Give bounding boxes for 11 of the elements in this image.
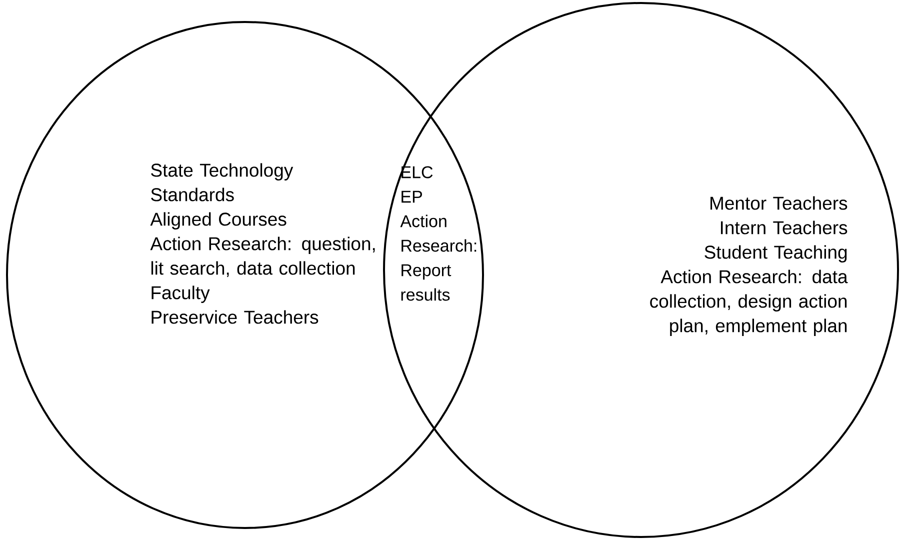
node-label: Aligned Courses xyxy=(150,212,286,230)
node-label: Mentor Teachers xyxy=(710,196,848,210)
node-label: Action Research: data collection, design action plan, emplement plan xyxy=(650,270,848,336)
node-label: Preservice Teachers xyxy=(152,310,318,324)
node-label: State Technology Standards xyxy=(151,163,294,202)
node-label: Intern Teachers xyxy=(720,220,848,234)
item-list: Mentor Teachers Intern Teachers Student Teaching Action Research: data collection, design action plan, emplement plan xyxy=(650,196,848,336)
item-list: State Technology Standards Aligned Courses Action Research: question, lit search, data collection Faculty Preservice Teachers xyxy=(150,163,375,324)
node-label: Action Research: question, lit search, data collection xyxy=(150,236,375,277)
node-label: Faculty xyxy=(152,286,210,303)
node-label: Student Teaching xyxy=(704,245,847,262)
